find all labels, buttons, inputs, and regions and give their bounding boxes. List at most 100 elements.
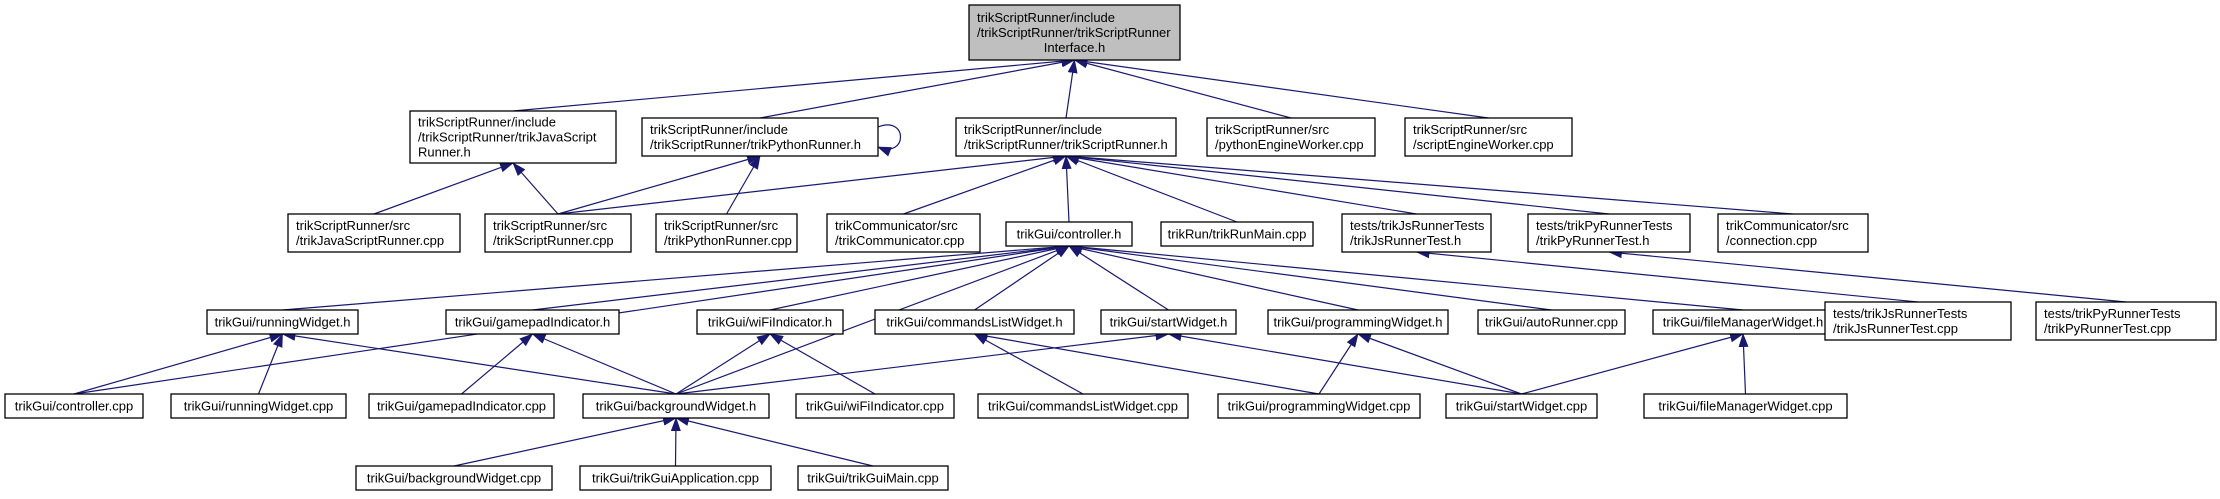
node-label-line: /trikPythonRunner.cpp (664, 233, 792, 248)
edge-background-widget-h-to-controller-h (675, 245, 1070, 395)
node-label-line: /trikJavaScriptRunner.cpp (296, 233, 444, 248)
node-js-runner-cpp[interactable]: trikScriptRunner/src/trikJavaScriptRunne… (287, 213, 461, 253)
node-label-line: trikGui/backgroundWidget.cpp (367, 471, 541, 486)
node-box (874, 309, 1075, 335)
node-box (1206, 117, 1376, 157)
node-label-line: trikScriptRunner/src (1413, 122, 1528, 137)
edge-python-engine-worker-cpp-to-root (1073, 58, 1292, 119)
node-wifi-indicator-cpp[interactable]: trikGui/wiFiIndicator.cpp (795, 393, 955, 419)
edge-js-runner-cpp-to-js-runner-h (373, 162, 514, 215)
node-py-runner-h[interactable]: trikScriptRunner/include/trikScriptRunne… (641, 117, 879, 157)
node-box (1160, 221, 1314, 247)
node-label-line: /trikScriptRunner/trikScriptRunner (977, 25, 1171, 40)
edge-commands-list-widget-cpp-to-commands-list-widget-h (973, 333, 1084, 395)
node-background-widget-h[interactable]: trikGui/backgroundWidget.h (582, 393, 770, 419)
node-run-main-cpp[interactable]: trikRun/trikRunMain.cpp (1160, 221, 1314, 247)
node-programming-widget-cpp[interactable]: trikGui/programmingWidget.cpp (1217, 393, 1421, 419)
node-gui-application-cpp[interactable]: trikGui/trikGuiApplication.cpp (579, 465, 772, 491)
node-commands-list-widget-cpp[interactable]: trikGui/commandsListWidget.cpp (977, 393, 1189, 419)
node-box (977, 393, 1189, 419)
node-box (826, 213, 981, 253)
node-gui-main-cpp[interactable]: trikGui/trikGuiMain.cpp (797, 465, 949, 491)
file-nodes: trikScriptRunner/include/trikScriptRunne… (4, 4, 2217, 491)
node-box (1717, 213, 1869, 253)
node-label-line: tests/trikPyRunnerTests (1536, 218, 1673, 233)
node-background-widget-cpp[interactable]: trikGui/backgroundWidget.cpp (355, 465, 553, 491)
node-box (355, 465, 553, 491)
node-file-manager-widget-cpp[interactable]: trikGui/fileManagerWidget.cpp (1643, 393, 1848, 419)
node-label-line: trikScriptRunner/include (977, 10, 1115, 25)
node-label-line: /trikJsRunnerTest.h (1350, 233, 1461, 248)
edge-start-widget-h-to-controller-h (1068, 245, 1169, 311)
node-file-manager-widget-h[interactable]: trikGui/fileManagerWidget.h (1652, 309, 1834, 335)
edge-connection-cpp-to-script-runner-h (1065, 152, 1794, 215)
edge-py-test-h-to-script-runner-h (1065, 152, 1610, 215)
node-script-runner-cpp[interactable]: trikScriptRunner/src/trikScriptRunner.cp… (484, 213, 632, 253)
node-py-test-cpp[interactable]: tests/trikPyRunnerTests/trikPyRunnerTest… (2035, 301, 2217, 341)
node-label-line: trikGui/fileManagerWidget.h (1663, 315, 1823, 330)
node-box (1652, 309, 1834, 335)
node-communicator-cpp[interactable]: trikCommunicator/src/trikCommunicator.cp… (826, 213, 981, 253)
node-js-runner-h[interactable]: trikScriptRunner/include/trikScriptRunne… (409, 110, 617, 164)
node-box (287, 213, 461, 253)
edge-script-engine-worker-cpp-to-root (1073, 56, 1489, 119)
node-label-line: trikGui/runningWidget.h (215, 315, 351, 330)
node-controller-cpp[interactable]: trikGui/controller.cpp (4, 393, 144, 419)
node-label-line: trikGui/programmingWidget.h (1273, 315, 1442, 330)
node-connection-cpp[interactable]: trikCommunicator/src/connection.cpp (1717, 213, 1869, 253)
node-start-widget-h[interactable]: trikGui/startWidget.h (1100, 309, 1237, 335)
node-label-line: trikGui/controller.cpp (15, 399, 134, 414)
edge-gui-application-cpp-to-background-widget-h (670, 417, 681, 467)
node-start-widget-cpp[interactable]: trikGui/startWidget.cpp (1445, 393, 1598, 419)
node-label-line: trikScriptRunner/include (418, 115, 556, 130)
node-js-test-cpp[interactable]: tests/trikJsRunnerTests/trikJsRunnerTest… (1824, 301, 2012, 341)
node-js-test-h[interactable]: tests/trikJsRunnerTests/trikJsRunnerTest… (1341, 213, 1492, 253)
node-label-line: /connection.cpp (1726, 233, 1817, 248)
node-running-widget-cpp[interactable]: trikGui/runningWidget.cpp (170, 393, 347, 419)
node-label-line: tests/trikJsRunnerTests (1833, 306, 1968, 321)
node-label-line: tests/trikJsRunnerTests (1350, 218, 1485, 233)
edge-running-widget-cpp-to-running-widget-h (257, 333, 284, 395)
node-controller-h[interactable]: trikGui/controller.h (1005, 221, 1133, 247)
node-label-line: trikGui/startWidget.h (1110, 315, 1228, 330)
node-py-runner-cpp[interactable]: trikScriptRunner/src/trikPythonRunner.cp… (655, 213, 798, 253)
node-label-line: trikCommunicator/src (835, 218, 958, 233)
node-label-line: Runner.h (418, 145, 471, 160)
edge-communicator-cpp-to-script-runner-h (903, 155, 1067, 215)
node-py-test-h[interactable]: tests/trikPyRunnerTests/trikPyRunnerTest… (1527, 213, 1691, 253)
node-auto-runner-cpp[interactable]: trikGui/autoRunner.cpp (1477, 309, 1626, 335)
edge-gui-main-cpp-to-background-widget-h (675, 416, 874, 467)
node-gamepad-indicator-cpp[interactable]: trikGui/gamepadIndicator.cpp (368, 393, 555, 419)
node-python-engine-worker-cpp[interactable]: trikScriptRunner/src/pythonEngineWorker.… (1206, 117, 1376, 157)
node-box (1404, 117, 1573, 157)
node-label-line: trikGui/trikGuiApplication.cpp (592, 471, 759, 486)
edge-programming-widget-cpp-to-programming-widget-h (1318, 333, 1359, 395)
node-commands-list-widget-h[interactable]: trikGui/commandsListWidget.h (874, 309, 1075, 335)
node-label-line: trikGui/autoRunner.cpp (1485, 315, 1618, 330)
edge-programming-widget-cpp-to-commands-list-widget-h (973, 331, 1320, 395)
node-box (445, 309, 620, 335)
node-label-line: trikGui/fileManagerWidget.cpp (1658, 399, 1832, 414)
node-label-line: /trikScriptRunner.cpp (493, 233, 614, 248)
node-programming-widget-h[interactable]: trikGui/programmingWidget.h (1267, 309, 1449, 335)
edge-background-widget-h-to-gamepad-indicator-h (531, 333, 677, 395)
node-box (1445, 393, 1598, 419)
node-label-line: trikScriptRunner/include (650, 122, 788, 137)
node-label-line: trikGui/wiFiIndicator.h (708, 315, 832, 330)
node-label-line: trikGui/startWidget.cpp (1456, 399, 1588, 414)
edge-script-runner-cpp-to-script-runner-h (557, 152, 1067, 215)
node-box (409, 110, 617, 164)
node-label-line: trikGui/commandsListWidget.cpp (988, 399, 1178, 414)
node-root[interactable]: trikScriptRunner/include/trikScriptRunne… (968, 4, 1181, 61)
node-script-runner-h[interactable]: trikScriptRunner/include/trikScriptRunne… (955, 117, 1177, 157)
node-script-engine-worker-cpp[interactable]: trikScriptRunner/src/scriptEngineWorker.… (1404, 117, 1573, 157)
edge-py-runner-h-to-py-runner-h (877, 124, 901, 157)
node-gamepad-indicator-h[interactable]: trikGui/gamepadIndicator.h (445, 309, 620, 335)
node-label-line: trikGui/gamepadIndicator.cpp (377, 399, 546, 414)
node-box (795, 393, 955, 419)
node-label-line: tests/trikPyRunnerTests (2044, 306, 2181, 321)
node-wifi-indicator-h[interactable]: trikGui/wiFiIndicator.h (696, 309, 844, 335)
node-running-widget-h[interactable]: trikGui/runningWidget.h (206, 309, 359, 335)
edge-start-widget-cpp-to-programming-widget-h (1357, 333, 1522, 395)
edge-controller-h-to-script-runner-h (1061, 155, 1072, 223)
